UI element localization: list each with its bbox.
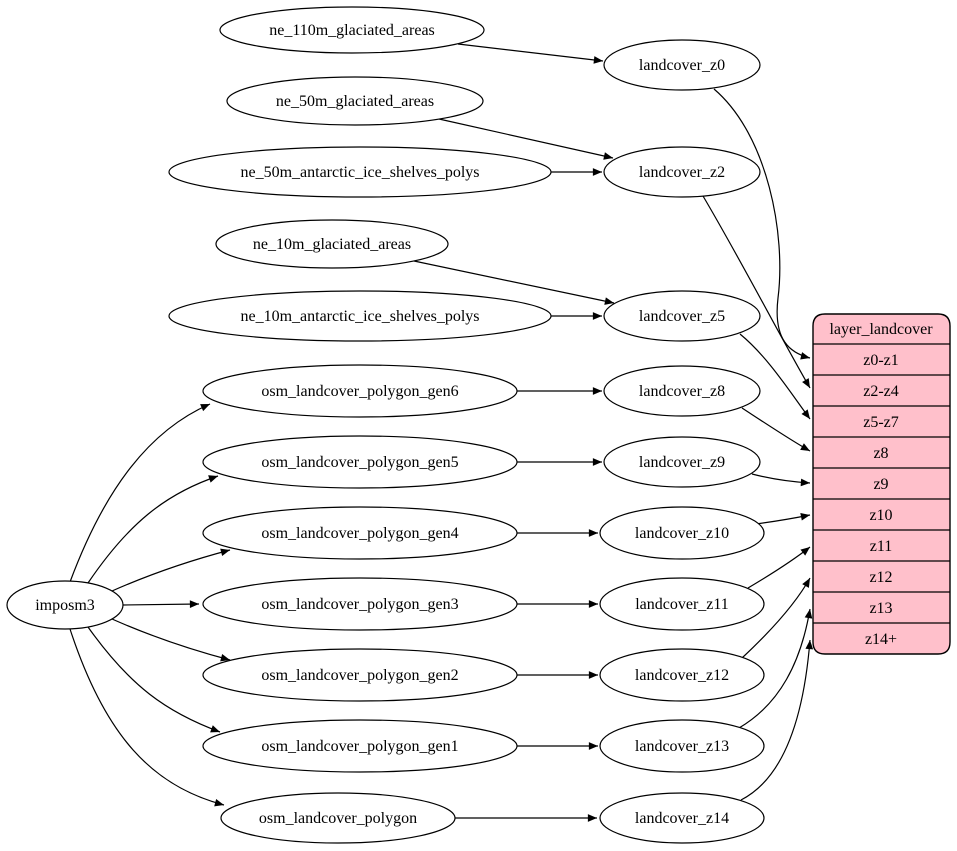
node-landcover-z0: landcover_z0 [603, 39, 761, 91]
node-osm-landcover-polygon-gen2: osm_landcover_polygon_gen2 [202, 648, 518, 702]
node-landcover-z14: landcover_z14 [599, 792, 765, 844]
node-imposm3: imposm3 [6, 580, 124, 630]
node-landcover-z2-label: landcover_z2 [639, 164, 725, 181]
edge-imposm3-to-gen4 [111, 548, 231, 592]
edge-z11-to-row-z11 [747, 546, 811, 589]
node-landcover-z2: landcover_z2 [603, 146, 761, 198]
node-landcover-z9: landcover_z9 [603, 436, 761, 488]
edge-ne10m-glaciated-to-z5 [413, 260, 615, 305]
node-ne-50m-antarctic-ice-shelves-polys: ne_50m_antarctic_ice_shelves_polys [168, 146, 552, 198]
node-ne-10m-antarctic-ice-shelves-polys-label: ne_10m_antarctic_ice_shelves_polys [240, 308, 479, 325]
table-row-z2-z4: z2-z4 [863, 383, 899, 400]
node-osm-landcover-polygon-gen1-label: osm_landcover_polygon_gen1 [261, 738, 458, 755]
node-landcover-z0-label: landcover_z0 [639, 57, 725, 74]
node-osm-landcover-polygon-gen3-label: osm_landcover_polygon_gen3 [261, 596, 458, 613]
edge-z9-to-row-z9 [751, 473, 811, 487]
node-ne-110m-glaciated-areas: ne_110m_glaciated_areas [219, 6, 485, 54]
edge-imposm3-to-polygon [69, 628, 225, 807]
node-landcover-z5-label: landcover_z5 [639, 308, 725, 325]
edge-z5-to-row-z5-z7 [739, 333, 811, 420]
edge-group-imposm3 [69, 403, 231, 807]
table-row-z10: z10 [869, 507, 892, 524]
table-title: layer_landcover [829, 321, 933, 338]
edge-z8-to-row-z8 [741, 407, 811, 452]
node-osm-landcover-polygon-gen1: osm_landcover_polygon_gen1 [202, 719, 518, 773]
table-layer-landcover: layer_landcover z0-z1 z2-z4 z5-z7 z8 z9 … [812, 313, 951, 655]
node-landcover-z13-label: landcover_z13 [635, 738, 729, 755]
node-landcover-z8-label: landcover_z8 [639, 383, 725, 400]
edge-imposm3-to-gen6 [69, 403, 211, 583]
node-imposm3-label: imposm3 [35, 597, 95, 614]
node-landcover-z12-label: landcover_z12 [635, 667, 729, 684]
edge-z12-to-row-z12 [741, 577, 811, 659]
table-row-z14plus: z14+ [865, 631, 897, 648]
table-row-z0-z1: z0-z1 [863, 352, 899, 369]
node-ne-10m-glaciated-areas-label: ne_10m_glaciated_areas [253, 236, 411, 253]
node-osm-landcover-polygon-label: osm_landcover_polygon [259, 810, 417, 827]
edge-group-layer [702, 88, 814, 801]
table-row-z9: z9 [873, 476, 888, 493]
node-ne-50m-antarctic-ice-shelves-polys-label: ne_50m_antarctic_ice_shelves_polys [240, 164, 479, 181]
edge-imposm3-to-gen1 [87, 626, 221, 733]
node-ne-50m-glaciated-areas: ne_50m_glaciated_areas [226, 76, 484, 126]
edge-imposm3-to-gen3 [122, 600, 200, 608]
edge-ne110m-to-z0 [457, 43, 604, 64]
node-landcover-z11: landcover_z11 [599, 577, 765, 631]
node-osm-landcover-polygon-gen4-label: osm_landcover_polygon_gen4 [261, 525, 458, 542]
node-osm-landcover-polygon-gen6: osm_landcover_polygon_gen6 [202, 364, 518, 418]
node-osm-landcover-polygon-gen4: osm_landcover_polygon_gen4 [202, 506, 518, 560]
edge-ne50m-glaciated-to-z2 [438, 118, 614, 160]
node-osm-landcover-polygon-gen5: osm_landcover_polygon_gen5 [202, 435, 518, 489]
node-landcover-z5: landcover_z5 [603, 290, 761, 342]
node-landcover-z9-label: landcover_z9 [639, 454, 725, 471]
node-ne-50m-glaciated-areas-label: ne_50m_glaciated_areas [276, 93, 434, 110]
edge-z13-to-row-z13 [738, 608, 813, 729]
node-osm-landcover-polygon-gen3: osm_landcover_polygon_gen3 [202, 577, 518, 631]
table-background [812, 313, 951, 655]
table-row-z12: z12 [869, 569, 892, 586]
node-landcover-z10-label: landcover_z10 [635, 525, 729, 542]
node-landcover-z8: landcover_z8 [603, 365, 761, 417]
node-osm-landcover-polygon: osm_landcover_polygon [220, 792, 456, 844]
table-row-z13: z13 [869, 600, 892, 617]
node-ne-10m-glaciated-areas: ne_10m_glaciated_areas [215, 219, 449, 269]
node-landcover-z13: landcover_z13 [599, 719, 765, 773]
table-row-z5-z7: z5-z7 [863, 414, 899, 431]
edge-imposm3-to-gen5 [87, 475, 219, 584]
node-osm-landcover-polygon-gen5-label: osm_landcover_polygon_gen5 [261, 454, 458, 471]
node-landcover-z11-label: landcover_z11 [635, 596, 729, 613]
edge-group-sources [413, 43, 615, 822]
node-osm-landcover-polygon-gen2-label: osm_landcover_polygon_gen2 [261, 667, 458, 684]
edge-z10-to-row-z10 [755, 513, 811, 525]
edge-imposm3-to-gen2 [111, 618, 231, 662]
edge-z0-to-row-z0-z1 [713, 88, 811, 360]
table-row-z8: z8 [873, 445, 888, 462]
table-row-z11: z11 [870, 538, 893, 555]
edge-z2-to-row-z2-z4 [702, 195, 811, 389]
edge-z14-to-row-z14plus [740, 639, 814, 801]
node-landcover-z14-label: landcover_z14 [635, 810, 729, 827]
node-ne-110m-glaciated-areas-label: ne_110m_glaciated_areas [269, 22, 435, 39]
node-osm-landcover-polygon-gen6-label: osm_landcover_polygon_gen6 [261, 383, 458, 400]
node-ne-10m-antarctic-ice-shelves-polys: ne_10m_antarctic_ice_shelves_polys [168, 290, 552, 342]
node-landcover-z12: landcover_z12 [599, 648, 765, 702]
node-landcover-z10: landcover_z10 [599, 506, 765, 560]
